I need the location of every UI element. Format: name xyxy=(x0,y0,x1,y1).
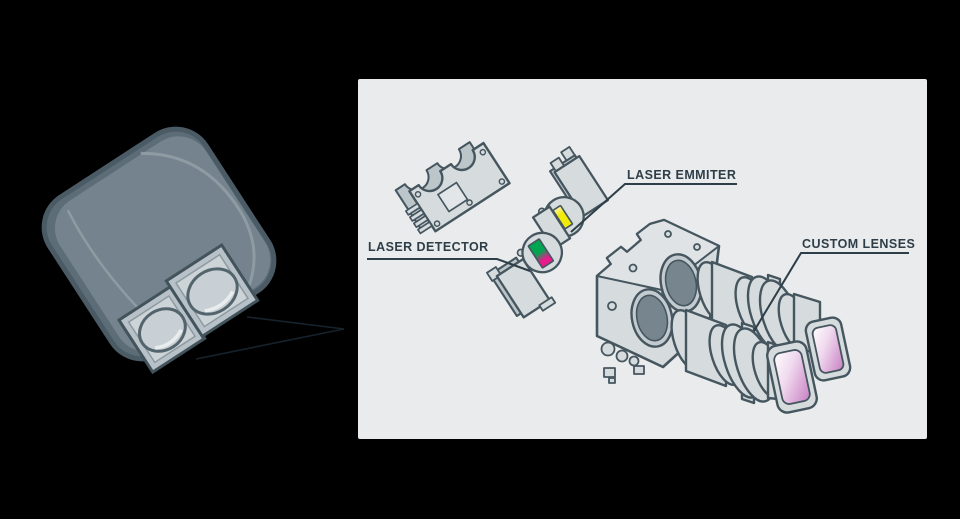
mount-bracket-part xyxy=(394,141,511,235)
lens-glass-back xyxy=(811,324,845,374)
emitter-detector-assembly xyxy=(486,145,610,319)
housing-bore-bottom xyxy=(630,288,674,348)
label-laser-detector: LASER DETECTOR xyxy=(368,240,489,254)
device-rim-highlight xyxy=(140,151,256,290)
lens-barrel-back xyxy=(696,260,852,382)
laser-detector-window xyxy=(527,238,554,269)
lens-barrel-front xyxy=(670,308,818,414)
bracket-screw-holes xyxy=(414,148,506,227)
leader-custom-lenses xyxy=(753,252,909,332)
label-laser-emitter: LASER EMMITER xyxy=(627,168,737,182)
bracket-recess xyxy=(437,181,469,213)
leader-laser-emitter xyxy=(570,183,737,233)
housing-bore-top xyxy=(659,253,703,313)
lens-frame-back xyxy=(804,316,852,382)
emitter-flange xyxy=(553,154,610,218)
zoom-indicator-lines xyxy=(195,316,345,360)
device-lens-window-left xyxy=(116,284,207,375)
leader-laser-detector xyxy=(367,258,531,272)
bracket-fins xyxy=(405,202,433,235)
label-custom-lenses: CUSTOM LENSES xyxy=(802,237,916,251)
housing-screw-details xyxy=(600,230,701,384)
detector-flange xyxy=(495,257,551,319)
device-lens-window-right xyxy=(164,242,260,339)
sensor-device-illustration xyxy=(41,126,277,375)
custom-lens-assembly xyxy=(670,260,852,414)
lens-frame-front xyxy=(766,340,818,414)
callout-leader-lines xyxy=(367,183,909,332)
lens-glass-front xyxy=(773,349,811,405)
